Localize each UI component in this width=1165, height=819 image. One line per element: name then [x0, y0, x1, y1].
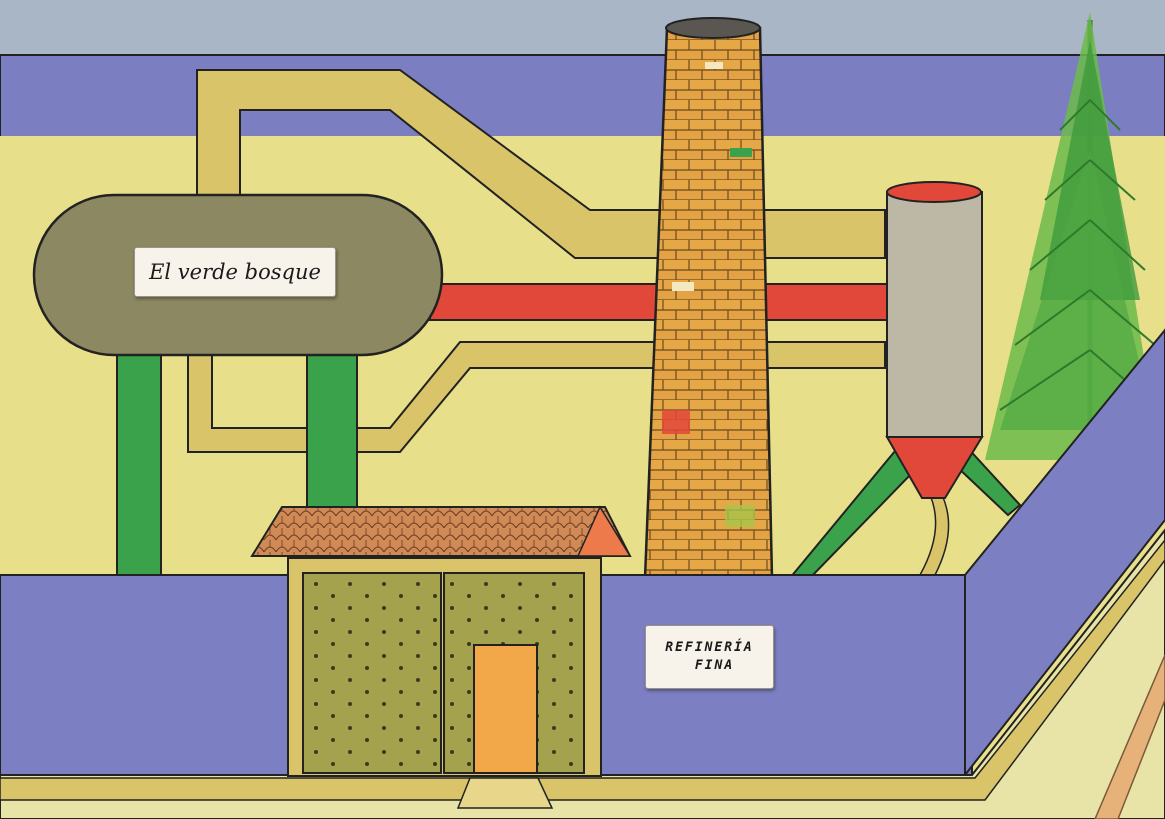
tank-support-right	[306, 349, 358, 521]
sky	[0, 0, 1165, 60]
gate-door-left	[302, 572, 442, 774]
back-wall	[0, 54, 1165, 138]
refinery-sign: REFINERÍA FINA	[645, 625, 774, 689]
silo-top	[886, 181, 982, 203]
side-wall	[964, 328, 1165, 778]
curb	[0, 538, 1165, 801]
silo-body	[886, 191, 983, 438]
brick-chimney	[643, 26, 774, 580]
pine-tree	[985, 12, 1161, 460]
tank-support-left	[116, 349, 162, 579]
gate-roof	[250, 506, 632, 557]
road-stones	[1094, 654, 1165, 819]
small-door	[473, 644, 538, 774]
refinery-sign-line2: FINA	[694, 658, 735, 673]
tank-sign: El verde bosque	[134, 247, 336, 297]
refinery-sign-line1: REFINERÍA	[665, 640, 754, 656]
chimney-top	[665, 17, 761, 39]
gate-path	[456, 777, 554, 809]
silo-cone	[885, 436, 984, 499]
